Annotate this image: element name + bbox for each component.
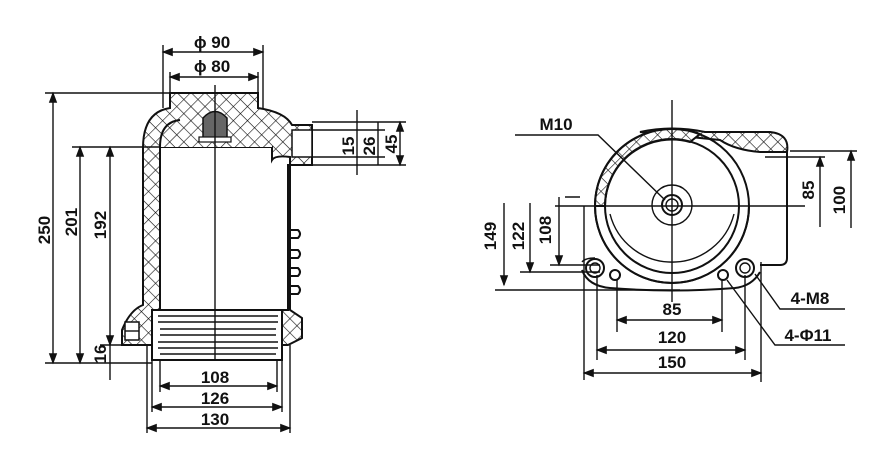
dim-120: 120 — [658, 328, 686, 347]
dim-122: 122 — [509, 222, 528, 250]
dim-15: 15 — [339, 137, 358, 156]
dim-m10: M10 — [539, 115, 572, 134]
dim-108: 108 — [201, 368, 229, 387]
dim-201: 201 — [62, 208, 81, 236]
dim-26: 26 — [360, 137, 379, 156]
fins — [288, 229, 301, 295]
dim-126: 126 — [201, 389, 229, 408]
dim-149: 149 — [481, 222, 500, 250]
mounting-holes — [585, 258, 755, 281]
inner-cavity — [159, 146, 291, 311]
dim-150: 150 — [658, 353, 686, 372]
dim-45: 45 — [382, 135, 401, 154]
dim-130: 130 — [201, 410, 229, 429]
dim-192: 192 — [91, 211, 110, 239]
top-view: M10 149 122 108 85 100 85 120 150 4-M8 4… — [481, 100, 857, 382]
thread-section — [151, 309, 283, 361]
dim-108-top: 108 — [536, 216, 555, 244]
dim-100: 100 — [830, 186, 849, 214]
label-4-phi11: 4-Φ11 — [784, 326, 831, 345]
dim-phi80: ϕ 80 — [194, 57, 230, 76]
dim-16: 16 — [91, 345, 110, 364]
dim-phi90: ϕ 90 — [194, 33, 230, 52]
dim-250: 250 — [35, 216, 54, 244]
dim-85-vertical: 85 — [799, 181, 818, 200]
dim-85-horizontal: 85 — [663, 300, 682, 319]
label-4-m8: 4-M8 — [791, 289, 830, 308]
side-bore — [291, 129, 313, 158]
side-view: ϕ 90 ϕ 80 250 201 192 16 108 126 130 15 … — [35, 33, 406, 433]
